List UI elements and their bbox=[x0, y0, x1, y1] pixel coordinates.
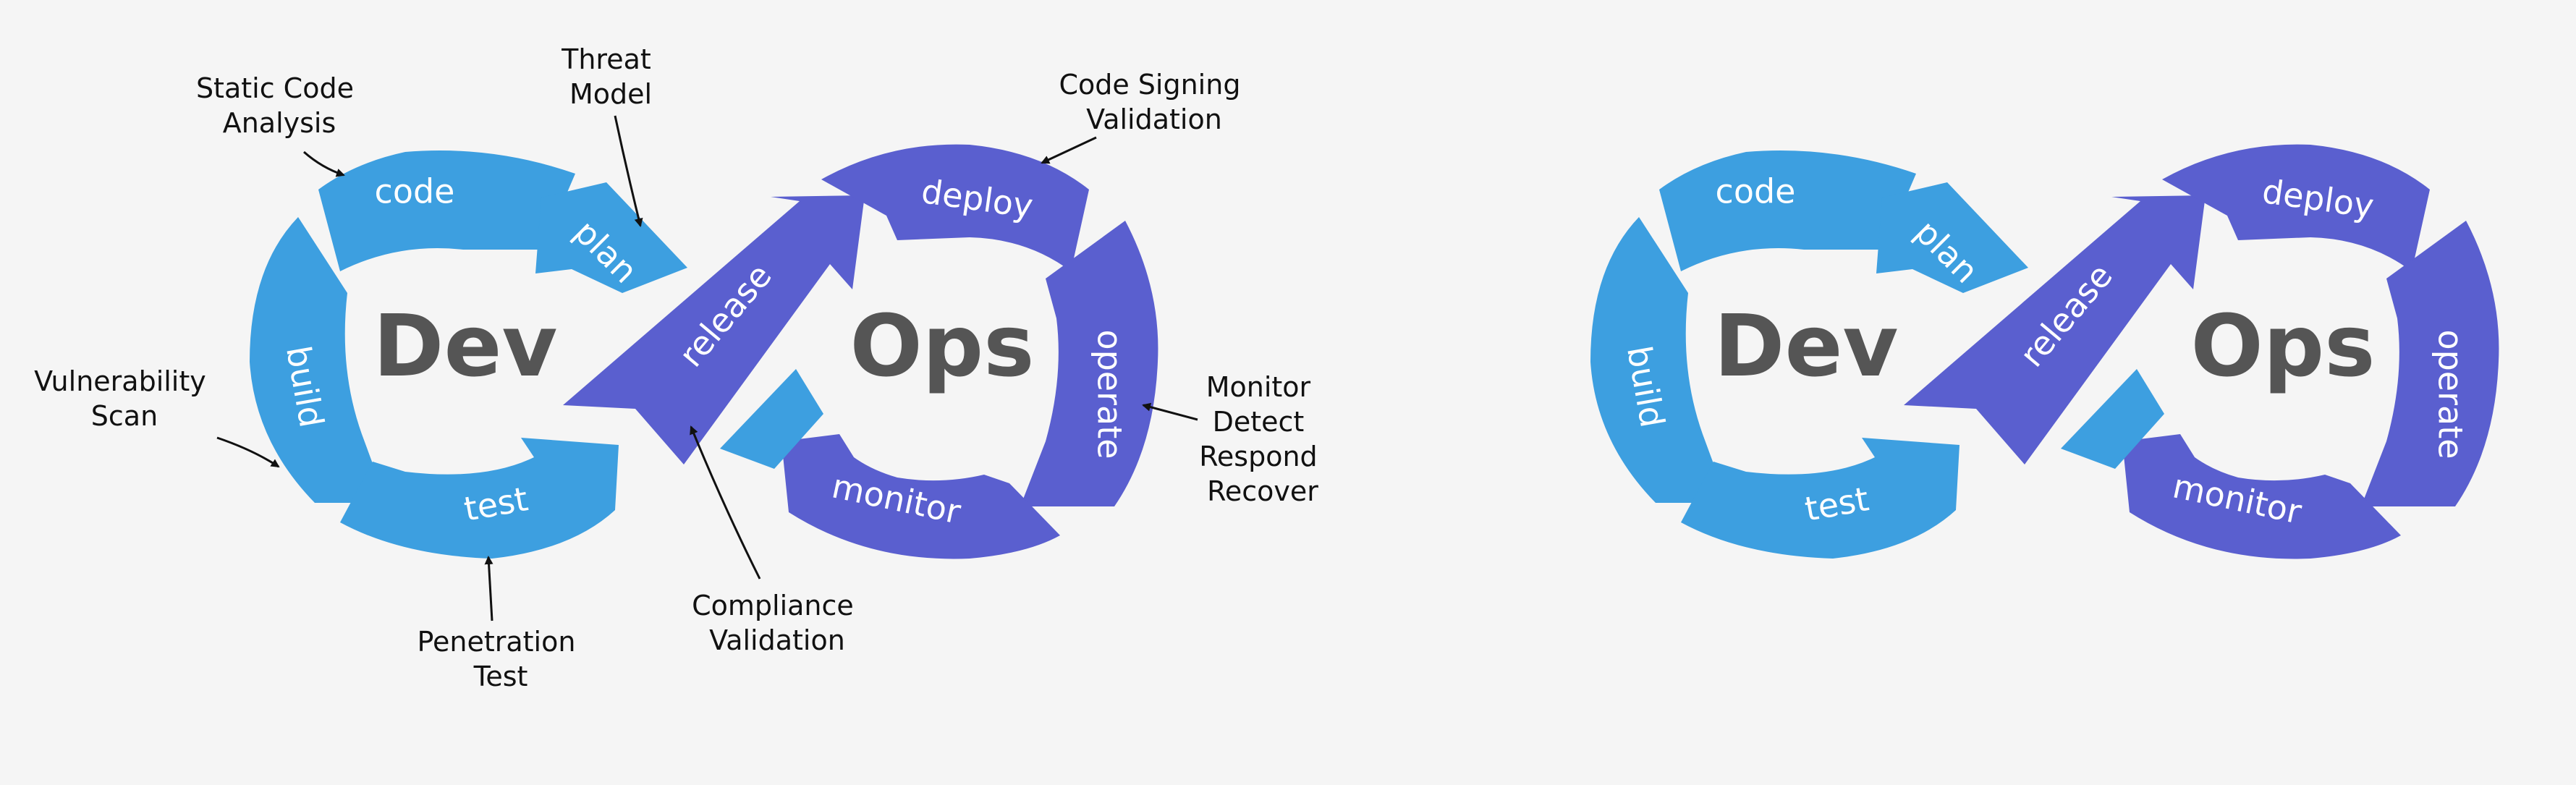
anno-code-signing: Code Signing Validation bbox=[1059, 69, 1249, 135]
hub-ops: Ops bbox=[850, 296, 1034, 396]
anno-compliance: Compliance Validation bbox=[692, 590, 863, 656]
plain-loop: code plan build test release deploy oper… bbox=[1590, 144, 2499, 559]
anno-penetration: Penetration Test bbox=[417, 626, 584, 692]
arrow-static-code bbox=[303, 150, 345, 177]
arrow-vulnerability bbox=[216, 436, 280, 468]
arrow-monitor-detect bbox=[1142, 402, 1198, 421]
hub-dev-2: Dev bbox=[1714, 296, 1899, 396]
arrow-threat-model bbox=[614, 115, 643, 227]
label-code: code bbox=[375, 172, 455, 211]
arrow-penetration bbox=[484, 556, 493, 621]
label-code-2: code bbox=[1716, 172, 1796, 211]
arrow-compliance bbox=[690, 425, 761, 580]
hub-ops-2: Ops bbox=[2190, 296, 2375, 396]
hub-dev: Dev bbox=[373, 296, 558, 396]
label-operate-2: operate bbox=[2431, 329, 2470, 459]
anno-threat-model: Threat Model bbox=[561, 43, 660, 110]
annotated-loop: code plan build test release deploy oper… bbox=[34, 43, 1326, 692]
anno-vulnerability: Vulnerability Scan bbox=[34, 365, 215, 432]
label-operate: operate bbox=[1090, 329, 1130, 459]
anno-monitor-detect: Monitor Detect Respond Recover bbox=[1199, 371, 1326, 507]
arrow-code-signing bbox=[1041, 136, 1097, 164]
anno-static-code: Static Code Analysis bbox=[196, 72, 363, 139]
